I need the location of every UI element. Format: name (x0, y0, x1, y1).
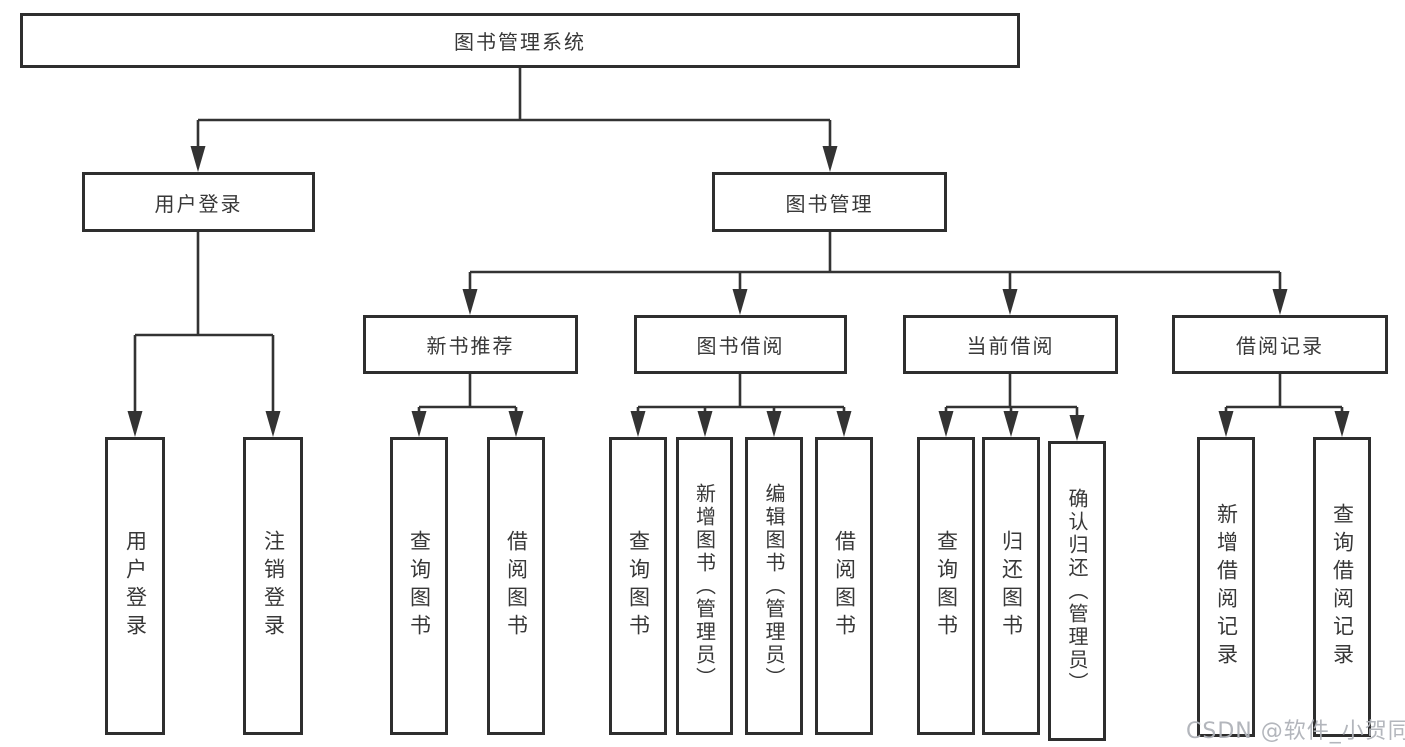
leaf-label: 用户登录 (123, 530, 148, 642)
node-book-borrowing: 图书借阅 (634, 315, 847, 374)
watermark: CSDN @软件_小贺同学 (1186, 719, 1405, 744)
leaf-add-borrow-record: 新增借阅记录 (1197, 437, 1255, 737)
node-new-book-recommend: 新书推荐 (363, 315, 578, 374)
leaf-return-book: 归还图书 (982, 437, 1040, 735)
leaf-label: 借阅图书 (504, 530, 529, 642)
node-current-borrowing: 当前借阅 (903, 315, 1118, 374)
leaf-label: 确认归还（管理员） (1065, 487, 1089, 695)
leaf-label: 借阅图书 (832, 530, 857, 642)
leaf-query-books-borrowing: 查询图书 (609, 437, 667, 735)
leaf-borrow-books-recommend: 借阅图书 (487, 437, 545, 735)
node-library-management-system: 图书管理系统 (20, 13, 1020, 68)
leaf-query-books-recommend: 查询图书 (390, 437, 448, 735)
leaf-label: 查询借阅记录 (1330, 503, 1355, 671)
node-user-login: 用户登录 (82, 172, 315, 232)
leaf-logout: 注销登录 (243, 437, 303, 735)
node-borrowing-records: 借阅记录 (1172, 315, 1388, 374)
leaf-add-book-admin: 新增图书（管理员） (676, 437, 733, 735)
leaf-label: 查询图书 (626, 530, 651, 642)
leaf-user-login: 用户登录 (105, 437, 165, 735)
leaf-label: 新增借阅记录 (1214, 503, 1239, 671)
leaf-borrow-books-borrowing: 借阅图书 (815, 437, 873, 735)
leaf-edit-book-admin: 编辑图书（管理员） (745, 437, 803, 735)
leaf-label: 编辑图书（管理员） (762, 482, 786, 690)
leaf-label: 注销登录 (261, 530, 286, 642)
leaf-label: 新增图书（管理员） (692, 482, 717, 690)
leaf-query-books-current: 查询图书 (917, 437, 975, 735)
leaf-label: 归还图书 (999, 530, 1024, 642)
node-book-management: 图书管理 (712, 172, 947, 232)
leaf-label: 查询图书 (934, 530, 959, 642)
leaf-confirm-return-admin: 确认归还（管理员） (1048, 441, 1106, 741)
leaf-label: 查询图书 (407, 530, 432, 642)
leaf-query-borrow-record: 查询借阅记录 (1313, 437, 1371, 737)
